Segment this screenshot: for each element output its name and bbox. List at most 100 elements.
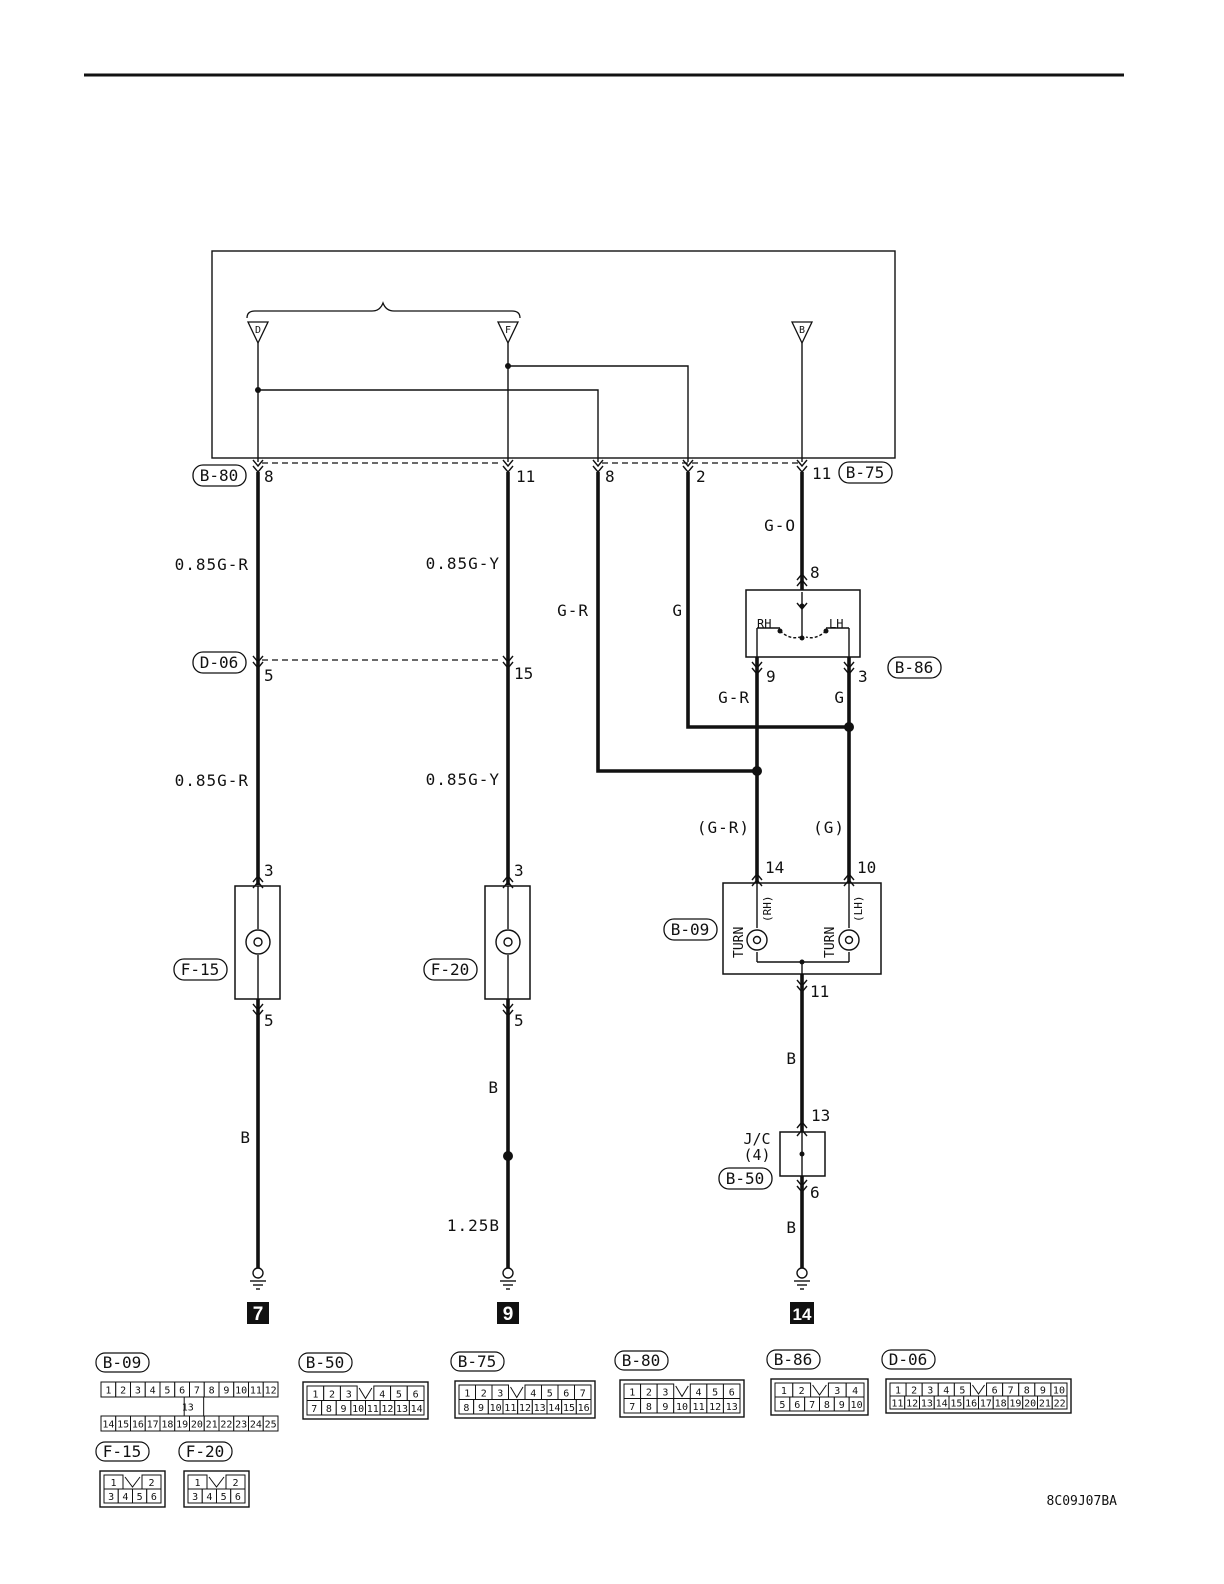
pin-cell: 7 [629,1402,635,1413]
pin-cell: 19 [1009,1399,1021,1410]
lamp-f20-internals [495,874,521,1018]
pin-cell: 2 [232,1478,238,1489]
jc-dot [799,1151,805,1157]
pin-cell: 1 [781,1386,787,1397]
svg-text:G-R: G-R [718,688,750,707]
rh-label: (RH) [761,896,774,923]
pin-cell: 10 [676,1402,688,1413]
face-callout-f15: F-15 [95,1441,150,1462]
svg-text:5: 5 [264,666,274,685]
pin-cell: 11 [367,1404,379,1415]
face-callout-b50: B-50 [298,1352,353,1373]
pin-cell: 16 [578,1403,590,1414]
pin-cell: 12 [381,1404,393,1415]
pin-cell: 6 [413,1389,419,1400]
pin-cell: 16 [132,1420,144,1431]
pin-cell: 3 [927,1386,933,1397]
svg-text:B: B [786,1049,797,1068]
pin-cell: 8 [1024,1386,1030,1397]
svg-text:B-86: B-86 [774,1350,813,1369]
pin-cell: 2 [646,1387,652,1398]
svg-text:2: 2 [696,467,706,486]
pin-cell: 10 [490,1403,502,1414]
svg-text:B: B [488,1078,499,1097]
svg-text:13: 13 [811,1106,830,1125]
svg-text:3: 3 [514,861,524,880]
module-terminal-f: F [496,321,520,345]
junction-dot [255,387,261,393]
pin-cell: 1 [312,1389,318,1400]
pin-cell: 8 [824,1400,830,1411]
pin-cell: 8 [209,1386,215,1397]
pin-cell: 14 [936,1399,948,1410]
pin-cell: 17 [147,1420,159,1431]
svg-text:B-75: B-75 [458,1352,497,1371]
svg-text:G: G [834,688,845,707]
callout-f15: F-15 [173,958,228,981]
svg-text:B-80: B-80 [622,1351,661,1370]
pin-cell: 16 [965,1399,977,1410]
switch-contact-rh [777,628,783,634]
pin-cell: 6 [992,1386,998,1397]
svg-text:B: B [799,325,805,336]
svg-text:8: 8 [264,467,274,486]
svg-text:(G-R): (G-R) [697,818,750,837]
pin-cell: 11 [693,1402,705,1413]
wire-labels: 0.85G-R 0.85G-Y G-R G G-O 0.85G-R 0.85G-… [175,516,845,1237]
pin-cell: 5 [137,1492,143,1503]
pin-cell: 2 [799,1386,805,1397]
pin-cell: 4 [379,1389,385,1400]
pin-numbers: 8 11 8 2 11 5 15 8 9 3 3 5 3 5 14 10 11 … [264,464,876,1202]
pin-cell: 14 [548,1403,560,1414]
pin-cell: 1 [110,1478,116,1489]
svg-text:11: 11 [812,464,831,483]
pin-cell: 7 [194,1386,200,1397]
internal-wiring [257,343,803,462]
svg-text:10: 10 [857,858,876,877]
svg-text:3: 3 [858,667,868,686]
svg-text:11: 11 [516,467,535,486]
pin-cell: 6 [151,1492,157,1503]
pin-cell: 22 [220,1420,232,1431]
switch-internals [751,572,855,676]
meter-dot [799,959,805,965]
lamp-f15-internals [245,874,271,1018]
face-callout-b86: B-86 [766,1349,821,1370]
pin-cell: 10 [851,1400,863,1411]
pin-cell: 10 [1053,1386,1065,1397]
pin-cell: 9 [839,1400,845,1411]
pin-cell: 1 [895,1386,901,1397]
pin-cell: 2 [148,1478,154,1489]
svg-text:14: 14 [765,858,784,877]
pin-cell: 22 [1054,1399,1066,1410]
pin-cell: 15 [563,1403,575,1414]
pin-cell: 11 [891,1399,903,1410]
svg-text:9: 9 [503,1304,514,1325]
pin-cell: 4 [530,1388,536,1399]
pin-cell: 12 [906,1399,918,1410]
pin-cell: 15 [950,1399,962,1410]
face-callout-b09: B-09 [95,1352,150,1373]
pin-cell: 21 [206,1420,218,1431]
pin-cell: 1 [194,1478,200,1489]
pin-cell: 11 [250,1386,262,1397]
pin-cell-mid: 13 [182,1403,194,1414]
jc-internals [796,1120,808,1194]
pin-cell: 8 [326,1404,332,1415]
pin-cell: 19 [176,1420,188,1431]
face-callout-b75: B-75 [450,1351,505,1372]
svg-text:0.85G-R: 0.85G-R [175,555,249,574]
svg-text:G: G [672,601,683,620]
svg-text:B-50: B-50 [306,1353,345,1372]
splice-dot [752,766,762,776]
switch-common [799,635,805,641]
pin-cell: 15 [117,1420,129,1431]
pin-cell: 9 [341,1404,347,1415]
harness-wires [256,472,851,1268]
jc-label: J/C [743,1130,770,1148]
pin-cell: 9 [478,1403,484,1414]
callout-b80: B-80 [192,464,247,487]
svg-text:D: D [255,325,261,336]
